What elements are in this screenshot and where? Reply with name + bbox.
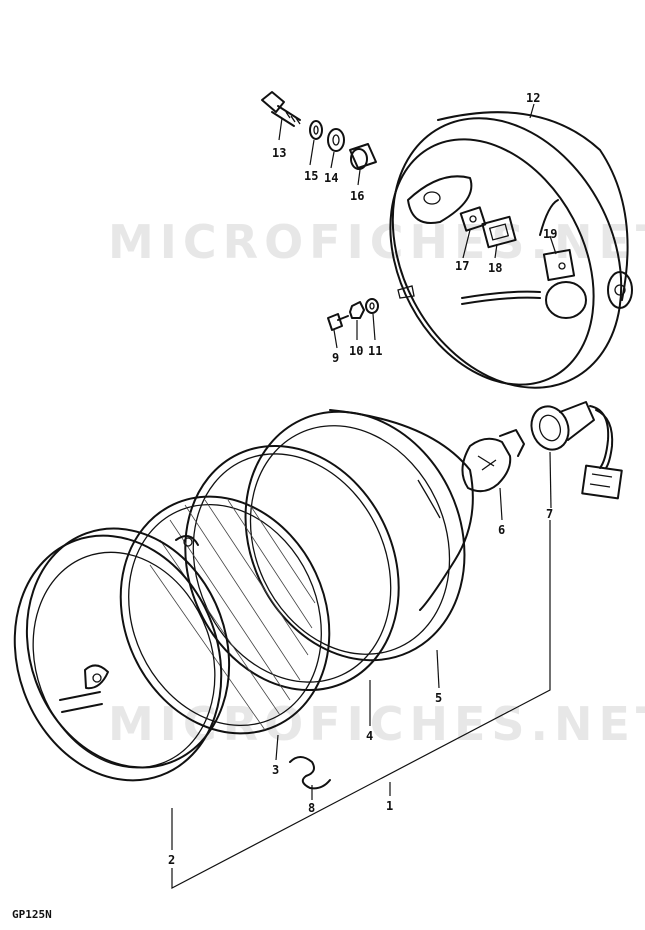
callout-17: 17 (455, 259, 469, 273)
callout-4: 4 (366, 729, 373, 743)
callouts: 13 15 14 16 12 17 18 19 9 10 11 6 7 5 4 … (168, 91, 557, 867)
headlight-housing (389, 111, 633, 389)
callout-3: 3 (272, 763, 279, 777)
bulb-socket-7 (530, 401, 623, 500)
watermark-bottom: MICROFICHES.NET (108, 697, 645, 751)
leader-lines (171, 103, 557, 889)
housing-clip-17 (459, 206, 487, 232)
bulb-6 (461, 429, 525, 493)
callout-12: 12 (526, 91, 540, 105)
spring-clip-8 (289, 756, 331, 790)
watermark-top: MICROFICHES.NET (108, 215, 645, 269)
model-code: GP125N (12, 908, 52, 921)
headlight-lens (119, 495, 331, 735)
screw-9 (327, 313, 349, 331)
socket-holder-18 (481, 215, 517, 249)
callout-7: 7 (546, 507, 553, 521)
callout-14: 14 (324, 171, 338, 185)
callout-19: 19 (543, 227, 557, 241)
mounting-bolt-13 (261, 91, 301, 127)
callout-16: 16 (350, 189, 364, 203)
callout-18: 18 (488, 261, 502, 275)
nut-10 (349, 301, 365, 319)
callout-1: 1 (386, 799, 393, 813)
callout-2: 2 (168, 853, 175, 867)
washer-11 (365, 298, 379, 314)
callout-9: 9 (332, 351, 339, 365)
washer-15 (309, 120, 323, 140)
washer-14 (327, 128, 345, 152)
terminal-plate-19 (542, 248, 576, 282)
callout-5: 5 (435, 691, 442, 705)
callout-15: 15 (304, 169, 318, 183)
collar-16 (349, 143, 377, 170)
reflector-unit (244, 409, 474, 662)
front-bezel (13, 527, 231, 782)
callout-8: 8 (308, 801, 315, 815)
callout-10: 10 (349, 344, 363, 358)
callout-13: 13 (272, 146, 286, 160)
callout-11: 11 (368, 344, 382, 358)
callout-6: 6 (498, 523, 505, 537)
